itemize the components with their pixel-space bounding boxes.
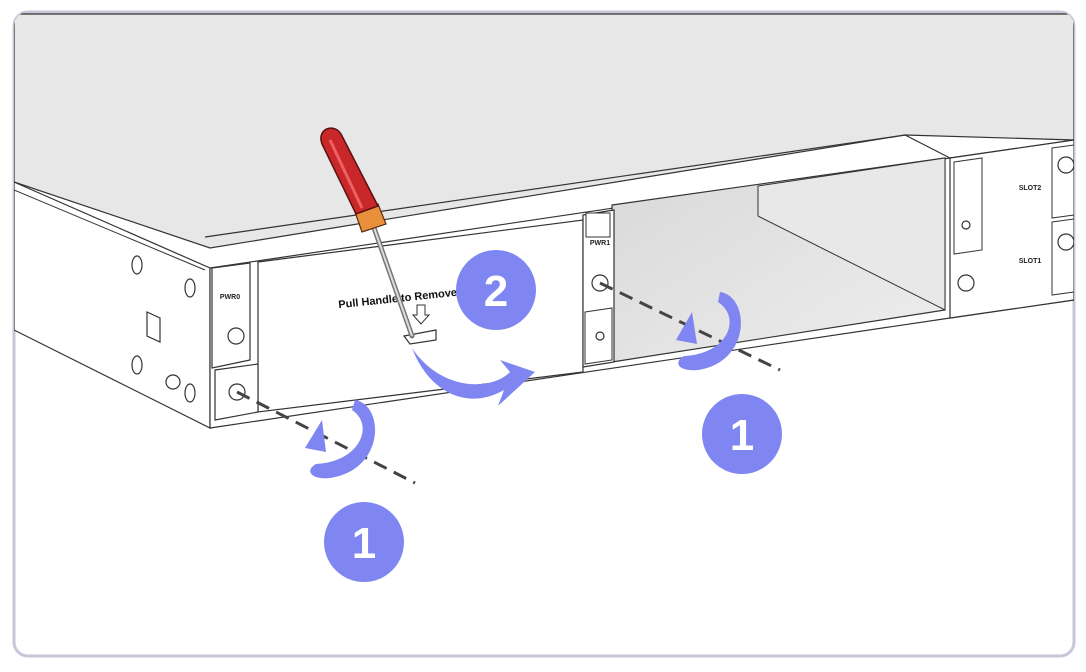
step-badge-pull: 2 (456, 250, 536, 330)
step-badge-right: 1 (702, 394, 782, 474)
step-badge-left: 1 (324, 502, 404, 582)
pwr1-flange (582, 209, 615, 368)
screw-icon (165, 374, 181, 390)
screwdriver-icon (320, 127, 415, 339)
pwr0-flange (211, 262, 251, 369)
slot1-label: SLOT1 (1019, 258, 1042, 265)
screw-icon-left (228, 383, 246, 401)
svg-text:2: 2 (484, 267, 508, 316)
slot2-label: SLOT2 (1019, 185, 1042, 192)
rotate-arrow-icon (305, 400, 376, 479)
pull-handle[interactable] (402, 329, 437, 345)
screw-axis-left (236, 390, 416, 485)
screw-icon (227, 327, 245, 345)
svg-text:1: 1 (730, 411, 754, 460)
down-arrow-icon (411, 304, 431, 325)
screw-icon (957, 274, 975, 292)
curved-pull-arrow-icon (412, 348, 535, 406)
svg-text:1: 1 (352, 519, 376, 568)
rotate-arrow-icon (676, 292, 741, 371)
screw-icon-right (591, 274, 609, 292)
pwr1-label: PWR1 (590, 240, 610, 247)
pwr0-label: PWR0 (220, 294, 240, 301)
